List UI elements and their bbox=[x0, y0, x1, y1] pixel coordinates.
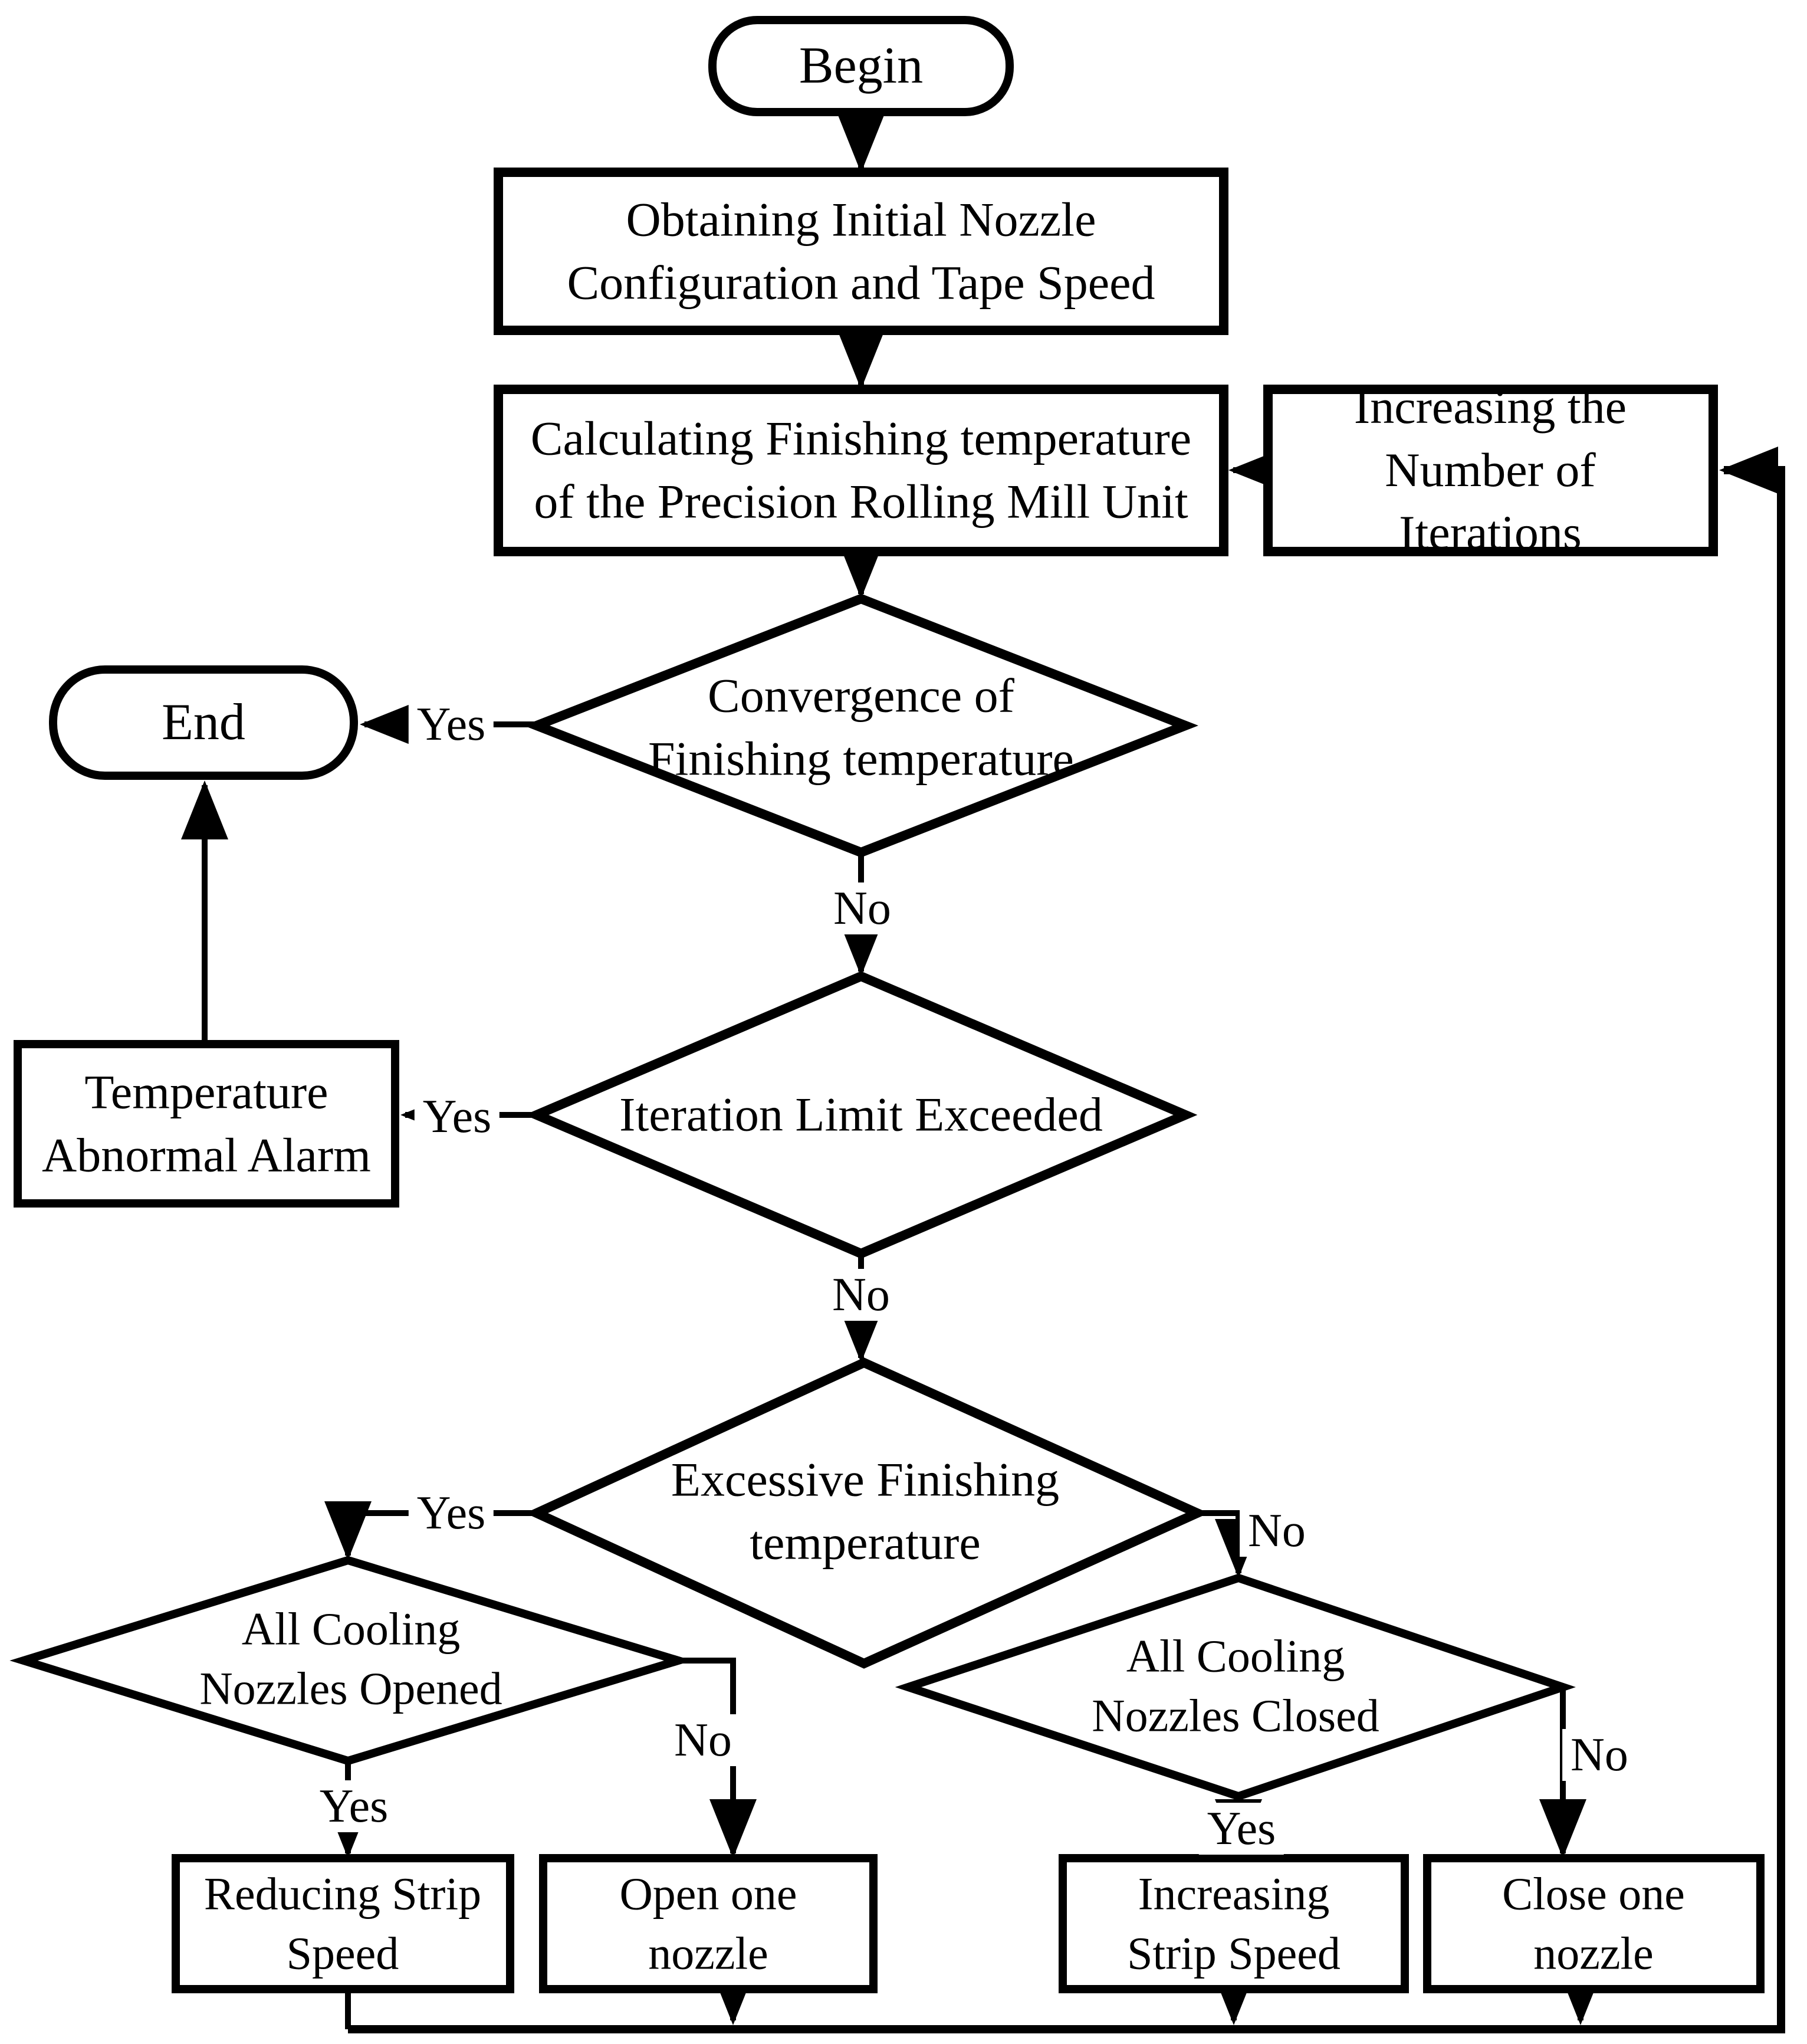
node-reduce-speed-shape bbox=[172, 1854, 514, 1993]
branch-iteration-no: No bbox=[824, 1269, 898, 1321]
node-close-nozzle-shape bbox=[1423, 1854, 1765, 1993]
branch-closed-yes: Yes bbox=[1198, 1803, 1284, 1855]
node-calculate-shape bbox=[494, 385, 1228, 556]
node-increase-iter-shape bbox=[1263, 385, 1718, 556]
node-excessive-temp-label: Excessive Finishing temperature bbox=[671, 1452, 1060, 1569]
node-begin-label: Begin bbox=[799, 37, 924, 94]
node-nozzles-closed-label: All Cooling Nozzles Closed bbox=[1092, 1630, 1379, 1741]
node-obtain-shape bbox=[494, 168, 1228, 335]
node-iteration-limit-shape bbox=[524, 971, 1198, 1259]
node-calculate-label: Calculating Finishing temperature of the… bbox=[530, 411, 1192, 528]
node-convergence-shape bbox=[524, 593, 1198, 858]
branch-convergence-yes: Yes bbox=[408, 698, 494, 750]
branch-closed-no: No bbox=[1562, 1729, 1637, 1781]
node-begin-shape bbox=[708, 16, 1014, 116]
node-nozzles-opened-label: All Cooling Nozzles Opened bbox=[199, 1603, 502, 1714]
node-convergence-label: Convergence of Finishing temperature bbox=[648, 668, 1074, 785]
node-temp-alarm-shape bbox=[14, 1040, 399, 1208]
node-nozzles-opened-shape bbox=[9, 1556, 693, 1766]
node-obtain-label: Obtaining Initial Nozzle Configuration a… bbox=[567, 192, 1155, 309]
node-close-nozzle-label: Close one nozzle bbox=[1502, 1868, 1685, 1979]
node-increase-speed-label: Increasing Strip Speed bbox=[1127, 1868, 1341, 1979]
node-iteration-limit-label: Iteration Limit Exceeded bbox=[619, 1087, 1103, 1141]
node-end-label: End bbox=[162, 693, 245, 751]
branch-convergence-no: No bbox=[825, 882, 899, 934]
edge-excessive-closed-no bbox=[1197, 1510, 1262, 1578]
node-end-shape bbox=[49, 665, 358, 780]
branch-excessive-no: No bbox=[1240, 1505, 1314, 1557]
node-open-nozzle-label: Open one nozzle bbox=[619, 1868, 797, 1979]
edge-feedback-loop bbox=[348, 447, 1785, 2033]
node-temp-alarm-label: Temperature Abnormal Alarm bbox=[42, 1065, 371, 1182]
node-open-nozzle-shape bbox=[539, 1854, 878, 1993]
edge-opened-open-no bbox=[678, 1658, 757, 1858]
node-reduce-speed-label: Reducing Strip Speed bbox=[203, 1868, 482, 1979]
node-increase-speed-shape bbox=[1059, 1854, 1409, 1993]
branch-iteration-yes: Yes bbox=[414, 1091, 500, 1143]
node-excessive-temp-shape bbox=[525, 1357, 1209, 1669]
branch-opened-no: No bbox=[666, 1714, 740, 1766]
node-nozzles-closed-shape bbox=[895, 1573, 1576, 1801]
node-increase-iter-label: Increasing the Number of Iterations bbox=[1353, 380, 1627, 560]
branch-excessive-yes: Yes bbox=[408, 1487, 494, 1539]
branch-opened-yes: Yes bbox=[311, 1780, 397, 1832]
